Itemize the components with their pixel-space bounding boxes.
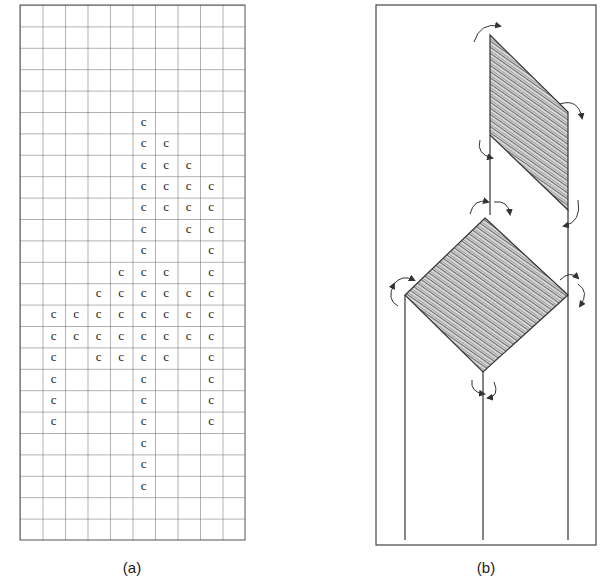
grid-letter: c: [163, 157, 169, 173]
grid-letter: c: [208, 285, 214, 301]
grid-letter: c: [163, 199, 169, 215]
grid-letter: c: [118, 285, 124, 301]
grid-letter: c: [208, 413, 214, 429]
grid-letter: c: [141, 157, 147, 173]
grid-letter: c: [141, 435, 147, 451]
grid-letter: c: [141, 285, 147, 301]
grid-letter: c: [141, 306, 147, 322]
grid-letter: c: [73, 306, 79, 322]
grid-letter: c: [186, 157, 192, 173]
grid-letter: c: [208, 349, 214, 365]
grid-letter: c: [208, 306, 214, 322]
grid-letter: c: [208, 221, 214, 237]
panel-caption: (b): [477, 560, 495, 576]
grid-panel: [20, 5, 245, 540]
grid-letter: c: [51, 371, 57, 387]
grid-letter: c: [163, 264, 169, 280]
grid-letter: c: [51, 349, 57, 365]
grid-letter: c: [163, 285, 169, 301]
grid-letter: c: [163, 178, 169, 194]
grid-letter: c: [141, 199, 147, 215]
grid-letter: c: [208, 392, 214, 408]
grid-letter: c: [96, 328, 102, 344]
grid-letter: c: [163, 349, 169, 365]
grid-letter: c: [118, 328, 124, 344]
grid-letter: c: [186, 306, 192, 322]
grid-letter: c: [118, 306, 124, 322]
shape-panel: [376, 5, 596, 545]
grid-letter: c: [141, 178, 147, 194]
grid-letter: c: [163, 135, 169, 151]
grid-letter: c: [163, 328, 169, 344]
grid-letter: c: [141, 264, 147, 280]
grid-letter: c: [51, 392, 57, 408]
grid-letter: c: [73, 328, 79, 344]
grid-letter: c: [51, 413, 57, 429]
grid-letter: c: [96, 349, 102, 365]
grid-letter: c: [208, 328, 214, 344]
grid-letter: c: [141, 456, 147, 472]
grid-letter: c: [208, 371, 214, 387]
grid-letter: c: [51, 328, 57, 344]
grid-letter: c: [208, 264, 214, 280]
grid-letter: c: [163, 306, 169, 322]
grid-letter: c: [96, 306, 102, 322]
grid-letter: c: [51, 306, 57, 322]
grid-letter: c: [141, 413, 147, 429]
grid-letter: c: [141, 114, 147, 130]
panel-caption: (a): [123, 560, 141, 576]
grid-letter: c: [186, 199, 192, 215]
grid-letter: c: [141, 392, 147, 408]
grid-letter: c: [186, 328, 192, 344]
grid-letter: c: [141, 349, 147, 365]
grid-letter: c: [186, 178, 192, 194]
grid-letter: c: [141, 221, 147, 237]
grid-letter: c: [208, 242, 214, 258]
grid-letter: c: [208, 178, 214, 194]
grid-letter: c: [141, 242, 147, 258]
grid-letter: c: [208, 199, 214, 215]
grid-letter: c: [141, 478, 147, 494]
grid-letter: c: [186, 221, 192, 237]
grid-letter: c: [141, 328, 147, 344]
grid-letter: c: [96, 285, 102, 301]
grid-letter: c: [141, 135, 147, 151]
grid-letter: c: [186, 285, 192, 301]
grid-letter: c: [118, 349, 124, 365]
grid-letter: c: [141, 371, 147, 387]
grid-letter: c: [118, 264, 124, 280]
